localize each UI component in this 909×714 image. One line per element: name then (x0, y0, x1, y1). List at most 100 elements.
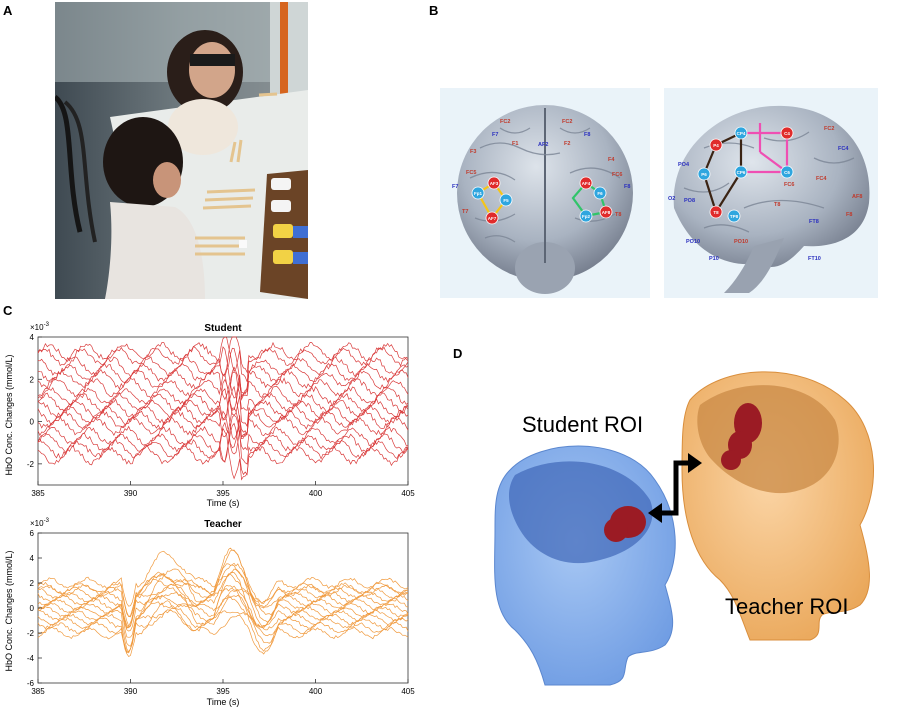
series-line (37, 547, 409, 617)
optode-label: C4 (784, 131, 790, 136)
series-line (37, 371, 409, 422)
panel-label-a: A (3, 3, 13, 18)
y-axis-label: HbO Conc. Changes (mmol/L) (4, 354, 14, 475)
optode-marker (734, 126, 748, 140)
optode-label: F6 (597, 191, 603, 196)
optode-marker (709, 138, 723, 152)
svg-text:FC4: FC4 (838, 146, 849, 152)
svg-text:F7: F7 (452, 184, 458, 190)
series-line (37, 550, 409, 607)
optode-label: C6 (784, 170, 790, 175)
svg-text:F1: F1 (512, 141, 518, 147)
chart-title: Teacher (204, 519, 242, 530)
svg-text:F8: F8 (624, 184, 630, 190)
y-tick-label: -2 (27, 629, 35, 638)
chart-teacher: Teacher HbO Conc. Changes (mmol/L) Time … (0, 516, 420, 709)
series-line (37, 366, 409, 401)
x-tick-label: 405 (401, 687, 415, 696)
series-line (37, 608, 409, 653)
series-line (37, 385, 409, 436)
x-tick-label: 400 (309, 687, 323, 696)
svg-text:AF2: AF2 (538, 142, 548, 148)
svg-text:F4: F4 (608, 157, 615, 163)
optode-label: AF7 (488, 216, 497, 221)
plot-frame (37, 532, 409, 684)
y-tick-label: -6 (27, 679, 35, 688)
y-axis-label: HbO Conc. Changes (mmol/L) (4, 550, 14, 671)
optode-label: Fp2 (582, 214, 590, 219)
svg-text:T8: T8 (774, 202, 780, 208)
chart-title: Student (204, 323, 242, 334)
optode-label: CP4 (737, 131, 746, 136)
svg-text:FC6: FC6 (612, 172, 622, 178)
optode-marker (471, 186, 485, 200)
x-axis-label: Time (s) (207, 697, 240, 707)
series-line (37, 410, 409, 449)
optode-label: T8 (713, 210, 719, 215)
series-line (37, 373, 409, 411)
series-line (37, 347, 409, 394)
optode-label: TP8 (730, 214, 739, 219)
teacher-roi-label: Teacher ROI (725, 594, 849, 619)
optode-marker (579, 176, 593, 190)
series-lines (37, 547, 409, 657)
svg-text:FC2: FC2 (562, 119, 572, 125)
svg-text:F2: F2 (564, 141, 570, 147)
svg-text:FC6: FC6 (784, 182, 794, 188)
y-tick-label: 2 (30, 375, 35, 384)
svg-text:PO4: PO4 (678, 162, 690, 168)
y-tick-label: -4 (27, 654, 35, 663)
series-line (37, 422, 409, 476)
exponent-label: ×10-3 (30, 518, 50, 528)
svg-text:FT10: FT10 (808, 256, 821, 262)
series-line (37, 549, 409, 618)
svg-text:T7: T7 (462, 209, 468, 215)
series-line (37, 346, 409, 399)
series-line (37, 378, 409, 428)
svg-text:FC4: FC4 (816, 176, 827, 182)
x-tick-label: 390 (124, 687, 138, 696)
connection-arrow (658, 460, 690, 516)
y-ticks: -2 0 2 4 (27, 333, 42, 469)
svg-text:FC2: FC2 (500, 119, 510, 125)
y-tick-label: 4 (30, 333, 35, 342)
y-tick-label: -2 (27, 460, 35, 469)
optode-label: AF3 (490, 181, 499, 186)
optode-label: AF4 (582, 181, 591, 186)
optode-marker (485, 211, 499, 225)
optode-marker (593, 186, 607, 200)
optode-marker (697, 167, 711, 181)
y-tick-label: 4 (30, 554, 35, 563)
optode-label: P6 (701, 172, 707, 177)
x-axis-label: Time (s) (207, 498, 240, 508)
series-line (37, 563, 409, 629)
series-line (37, 568, 409, 628)
optode-marker (579, 209, 593, 223)
chart-student: Student HbO Conc. Changes (mmol/L) Time … (0, 320, 420, 510)
y-tick-label: 0 (30, 604, 35, 613)
series-line (37, 427, 409, 481)
series-line (37, 336, 409, 382)
series-line (37, 574, 409, 632)
exponent-label: ×10-3 (30, 322, 50, 332)
x-tick-label: 390 (124, 489, 138, 498)
optode-marker (487, 176, 501, 190)
svg-text:PO10: PO10 (686, 239, 700, 245)
optode-marker (599, 205, 613, 219)
panel-label-c: C (3, 303, 13, 318)
y-tick-label: 0 (30, 418, 35, 427)
student-roi-blob (604, 506, 646, 542)
student-roi-label: Student ROI (522, 412, 643, 437)
optode-label: CP6 (737, 170, 746, 175)
svg-text:FC2: FC2 (824, 126, 834, 132)
optode-label: F5 (503, 198, 509, 203)
svg-text:F8: F8 (846, 212, 852, 218)
svg-text:P10: P10 (709, 256, 719, 262)
series-line (37, 421, 409, 465)
